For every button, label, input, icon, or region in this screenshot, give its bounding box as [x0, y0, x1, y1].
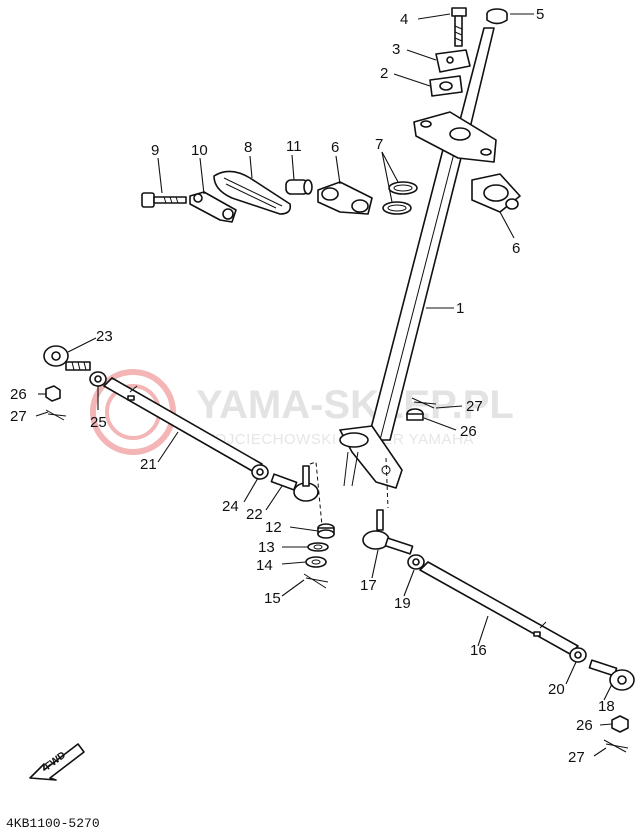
part-25-locknut: [89, 371, 107, 387]
label-23: 23: [96, 328, 113, 345]
part-8-plate: [213, 170, 292, 215]
part-21-tie-rod: [103, 377, 263, 473]
label-14: 14: [256, 557, 273, 574]
label-4: 4: [400, 11, 408, 28]
label-13: 13: [258, 539, 275, 556]
label-2: 2: [380, 65, 388, 82]
label-15: 15: [264, 590, 281, 607]
part-27-cotter-left: [45, 409, 67, 421]
part-5-cap: [486, 8, 508, 25]
label-27-left: 27: [10, 408, 27, 425]
part-7-bushings: [382, 181, 418, 215]
part-18-tie-rod-end: [588, 659, 635, 691]
part-14-nut: [305, 556, 327, 568]
label-5: 5: [536, 6, 544, 23]
label-27-right: 27: [568, 749, 585, 766]
part-labels: 4 5 3 2 1 9 10 8 11 6 7 6 23 26 27 25 21…: [10, 6, 615, 766]
label-12: 12: [265, 519, 282, 536]
leader-lines: [35, 13, 613, 757]
part-9-bolt: [141, 192, 187, 208]
label-6-right: 6: [512, 240, 520, 257]
label-17: 17: [360, 577, 377, 594]
label-20: 20: [548, 681, 565, 698]
label-7: 7: [375, 136, 383, 153]
part-26-nut-right: [611, 715, 629, 733]
part-4-bolt: [451, 7, 467, 47]
label-26-right: 26: [576, 717, 593, 734]
label-24: 24: [222, 498, 239, 515]
label-10: 10: [191, 142, 208, 159]
part-26-nut-center: [406, 408, 424, 421]
watermark-subtitle: WOJCIECHOWSKI DEALER YAMAHA: [200, 431, 474, 448]
label-21: 21: [140, 456, 157, 473]
part-16-tie-rod: [419, 561, 579, 655]
label-11: 11: [286, 138, 302, 155]
label-18: 18: [598, 698, 615, 715]
label-26-left: 26: [10, 386, 27, 403]
label-9: 9: [151, 142, 159, 159]
label-3: 3: [392, 41, 400, 58]
label-16: 16: [470, 642, 487, 659]
label-8: 8: [244, 139, 252, 156]
part-20-locknut: [569, 647, 587, 663]
watermark-logo-outer: [90, 369, 176, 455]
diagram-code: 4KB1100-5270: [6, 816, 100, 831]
part-26-nut-left: [45, 385, 61, 402]
part-23-tie-rod-end: [43, 345, 91, 371]
part-15-cotter: [303, 573, 329, 589]
label-1: 1: [456, 300, 464, 317]
label-25: 25: [90, 414, 107, 431]
label-27-center: 27: [466, 398, 483, 415]
part-27-cotter-right: [603, 739, 629, 753]
part-11-collar: [285, 179, 313, 195]
label-22: 22: [246, 506, 263, 523]
fwd-arrow-icon: FWD: [29, 743, 85, 781]
part-22-tie-rod-end: [270, 465, 319, 502]
part-13-washer: [307, 542, 329, 552]
part-12-spacer: [317, 523, 335, 539]
watermark: YAMA-SKLEP.PL WOJCIECHOWSKI DEALER YAMAH…: [90, 369, 514, 455]
label-19: 19: [394, 595, 411, 612]
label-26-center: 26: [460, 423, 477, 440]
part-2-bracket: [429, 75, 463, 97]
part-6-left-holder: [317, 181, 373, 215]
part-24-locknut: [251, 464, 269, 480]
part-27-cotter-center: [411, 397, 437, 409]
part-19-locknut: [407, 554, 425, 570]
steering-shaft: [339, 27, 497, 489]
part-17-tie-rod-end: [362, 509, 414, 555]
part-3-bracket: [435, 49, 471, 73]
part-6-right-holder: [471, 173, 521, 213]
watermark-brand: YAMA-SKLEP.PL: [196, 383, 514, 427]
part-10-arm: [189, 191, 237, 223]
label-6-left: 6: [331, 139, 339, 156]
